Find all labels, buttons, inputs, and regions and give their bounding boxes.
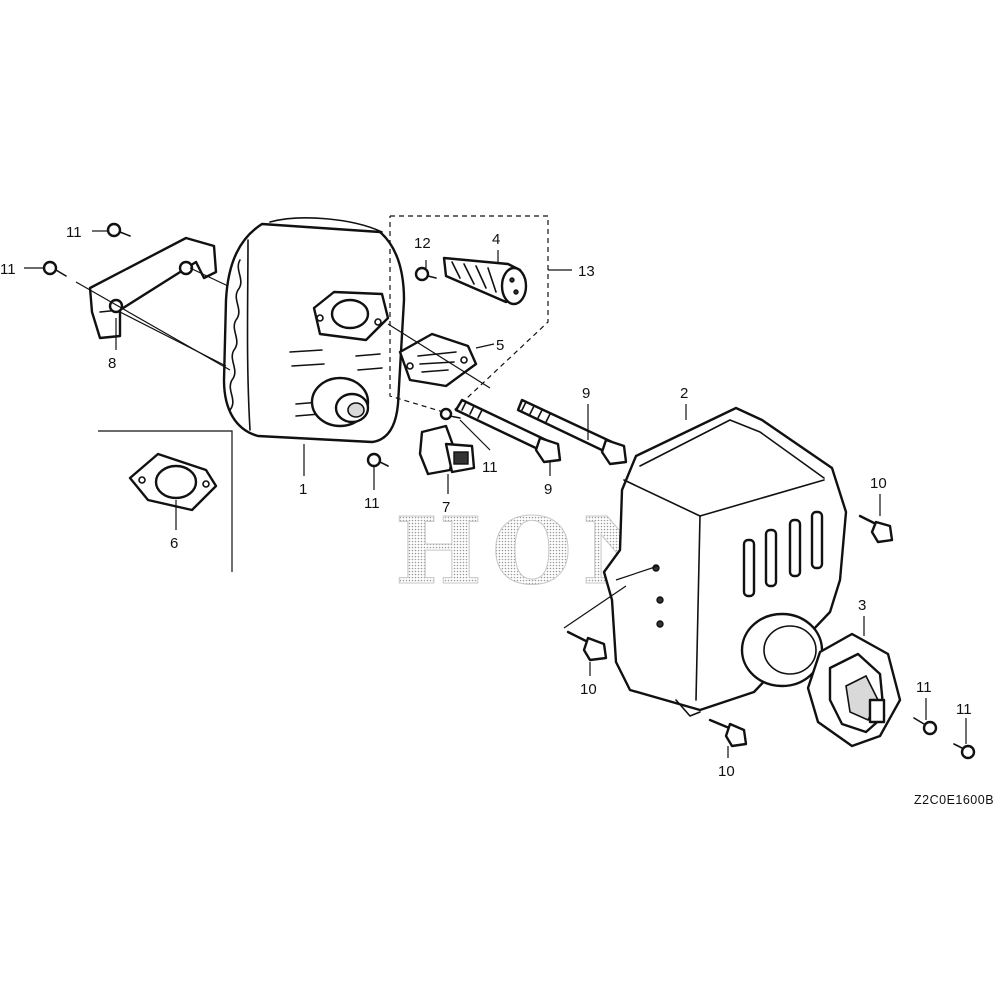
bolt-10-top: [858, 514, 894, 544]
exhaust-gasket: [128, 452, 218, 512]
screw-11-mid: [366, 452, 389, 468]
callout-13: 13: [578, 263, 595, 280]
callout-7: 7: [442, 499, 450, 516]
callout-11-plate: 11: [482, 459, 498, 476]
callout-10-top: 10: [870, 475, 887, 492]
callout-12: 12: [414, 235, 431, 252]
long-bolt-lower: [454, 398, 562, 464]
callout-9-lower: 9: [544, 481, 552, 498]
bolt-10-left: [566, 630, 608, 662]
screw-11-right-b: [953, 743, 976, 760]
diagram-code: Z2C0E1600B: [914, 793, 994, 807]
callout-11-right-b: 11: [956, 701, 972, 718]
callout-4: 4: [492, 231, 500, 248]
callout-11-left: 11: [0, 261, 16, 278]
screw-11-left: [42, 260, 67, 277]
screw-11-plate: [439, 407, 461, 421]
bolt-10-bottom: [708, 718, 748, 748]
callout-11-mid: 11: [364, 495, 380, 512]
callout-11-right-a: 11: [916, 679, 932, 696]
protector-plate: [398, 332, 478, 388]
muffler-body: [222, 217, 406, 444]
screw-11-right-a: [913, 717, 938, 736]
leader-lines: [24, 230, 967, 758]
muffler-bracket: [88, 236, 218, 340]
gasket-frame: [98, 430, 233, 572]
screw-11-top: [106, 222, 131, 238]
spark-arrester: [442, 256, 528, 306]
exhaust-deflector: [806, 632, 902, 748]
callout-11-top: 11: [66, 224, 82, 241]
callout-3: 3: [858, 597, 866, 614]
callout-6: 6: [170, 535, 178, 552]
callout-8: 8: [108, 355, 116, 372]
long-bolt-upper: [516, 398, 628, 466]
callout-2: 2: [680, 385, 688, 402]
callout-5: 5: [496, 337, 504, 354]
callout-9-upper: 9: [582, 385, 590, 402]
callout-10-left: 10: [580, 681, 597, 698]
exhaust-joint: [418, 424, 476, 476]
callout-1: 1: [299, 481, 307, 498]
muffler-protector: [602, 406, 848, 717]
arrester-screw-12: [414, 266, 437, 282]
callout-10-bottom: 10: [718, 763, 735, 780]
